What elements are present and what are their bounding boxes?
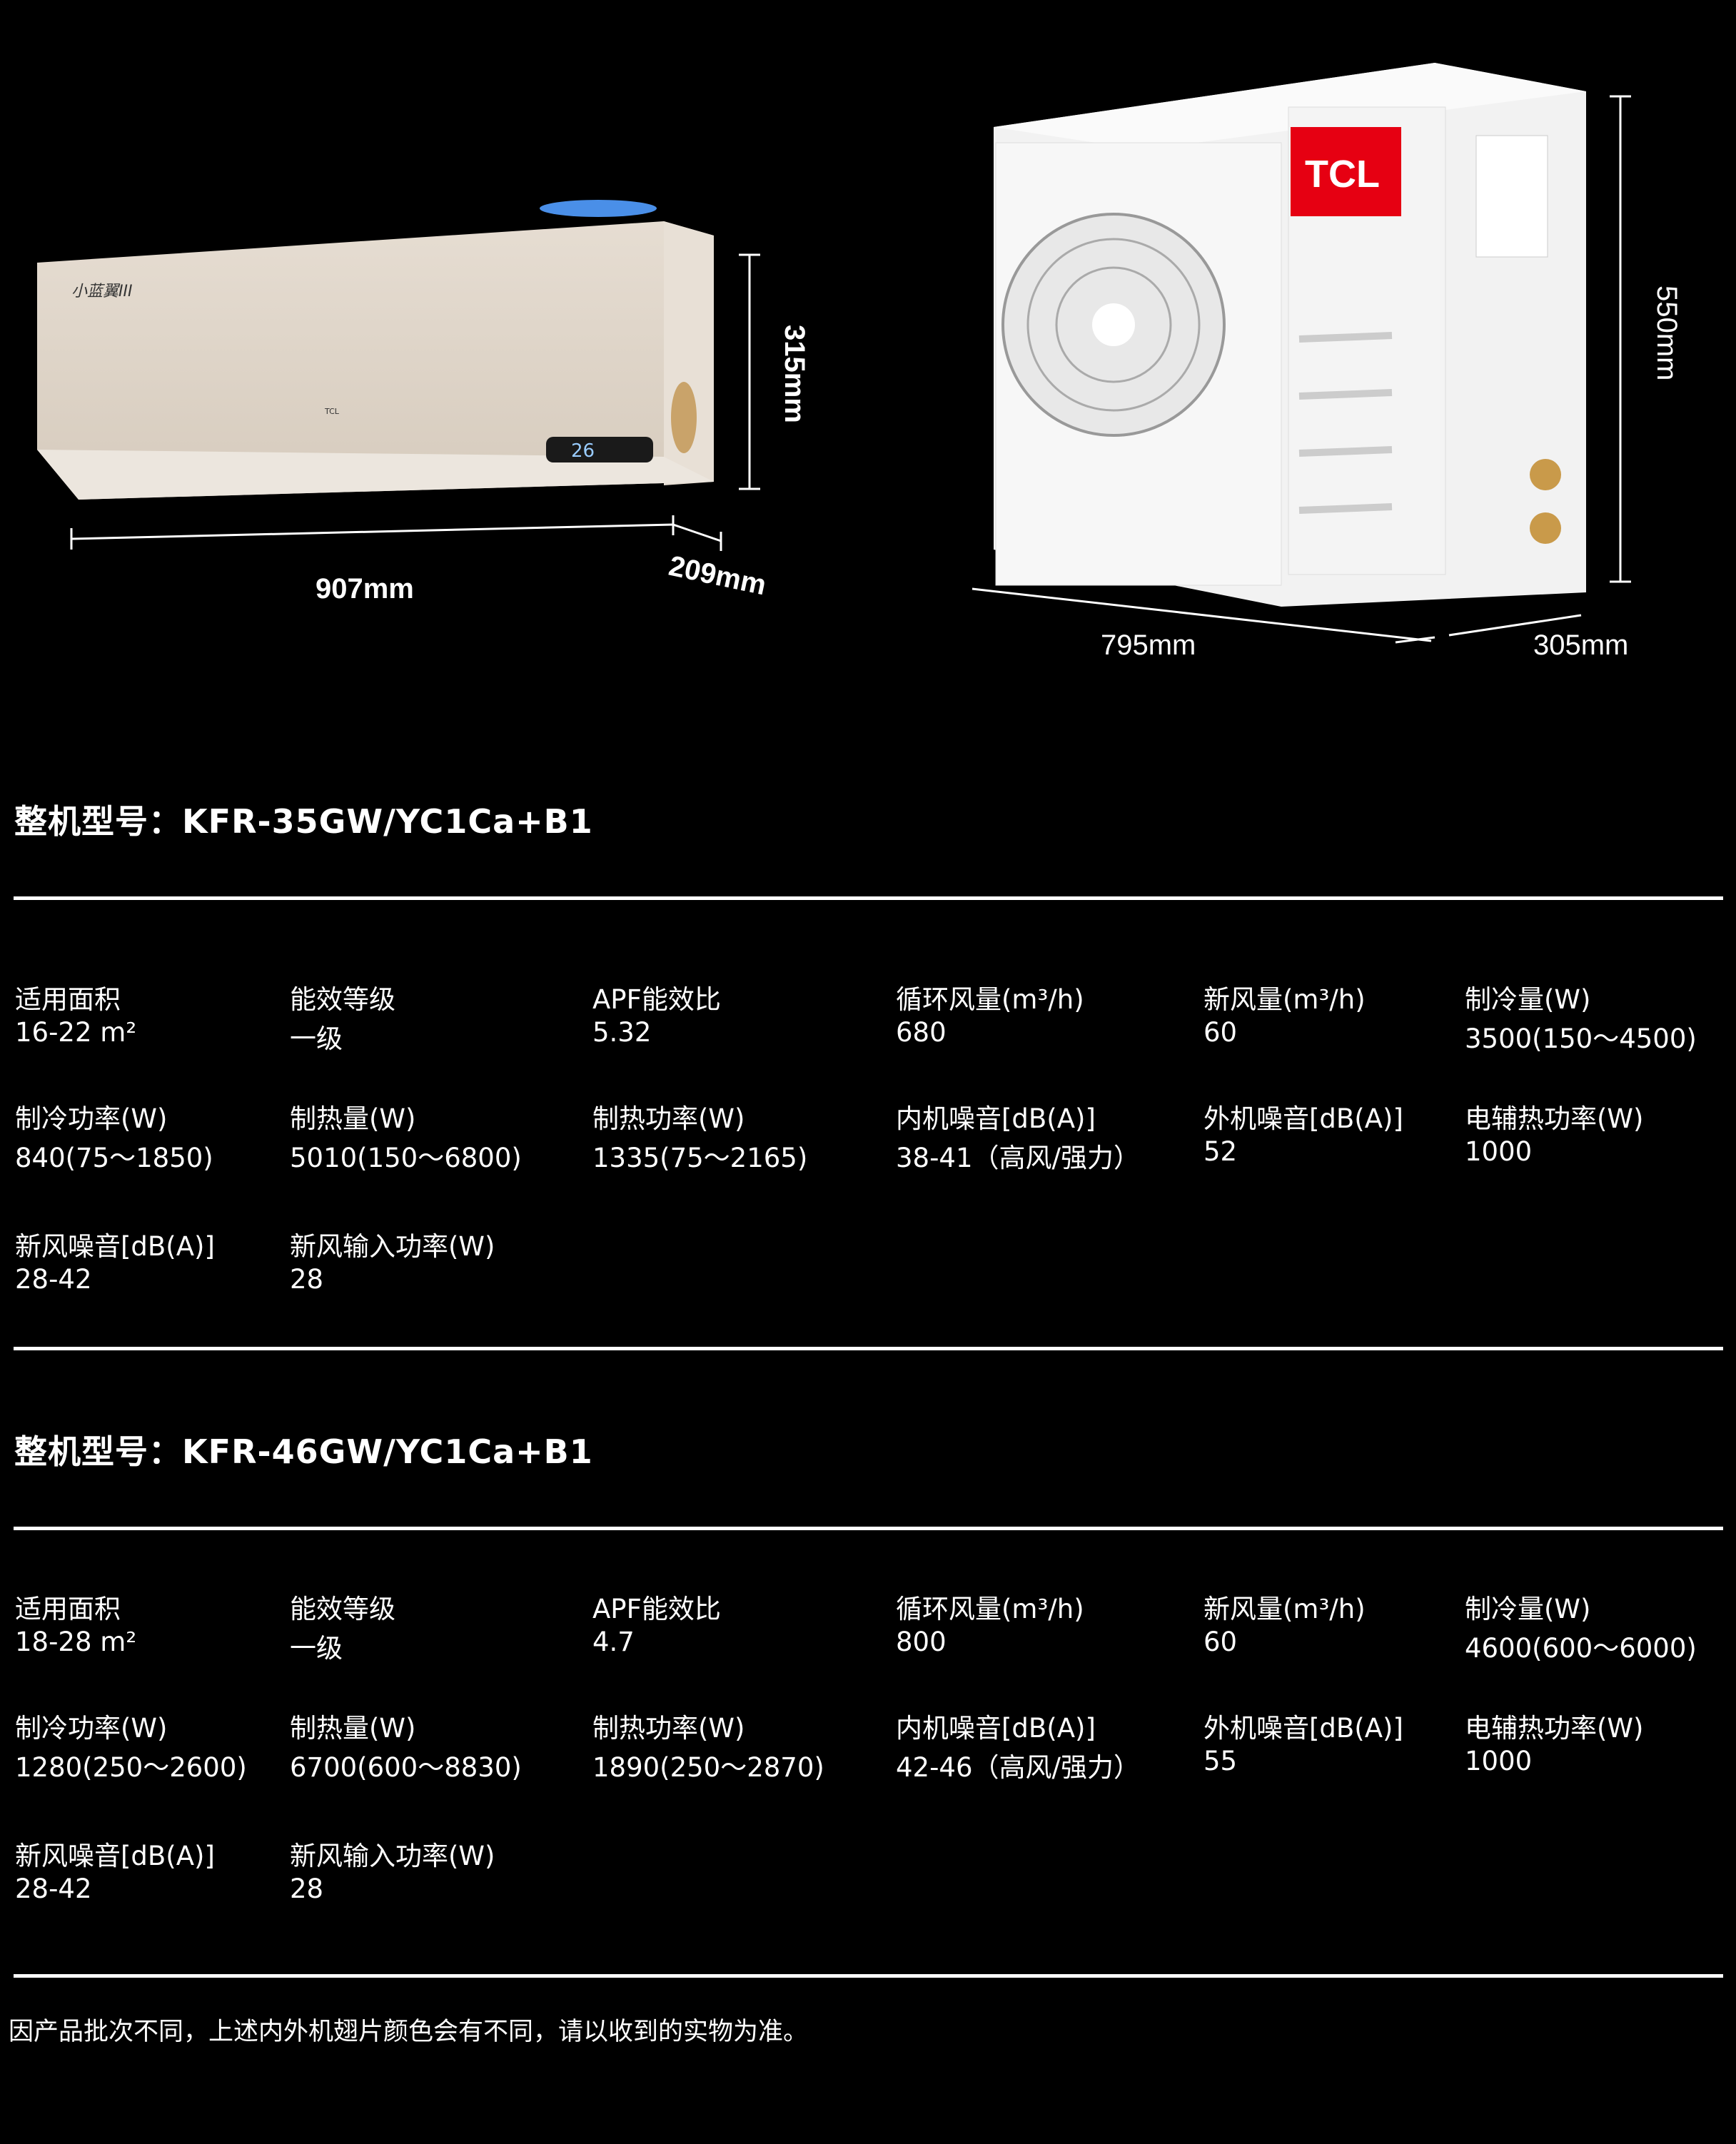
control-knob: [671, 382, 697, 453]
model-title-1: 整机型号：KFR-35GW/YC1Ca+B1: [14, 802, 593, 841]
divider: [14, 1527, 1723, 1530]
spec-label: 内机噪音[dB(A)]: [896, 1713, 1096, 1744]
spec-value: 16-22 m²: [15, 1017, 137, 1048]
spec-value: 一级: [290, 1633, 343, 1664]
spec-label: 新风输入功率(W): [290, 1231, 495, 1262]
tcl-logo-badge: [1291, 127, 1401, 216]
indoor-depth-label: 209mm: [666, 550, 769, 602]
indoor-width-label: 907mm: [316, 573, 414, 605]
spec-value: 680: [896, 1017, 947, 1048]
model-title-2: 整机型号：KFR-46GW/YC1Ca+B1: [14, 1432, 593, 1471]
spec-value: 28: [290, 1264, 324, 1295]
spec-value: 60: [1203, 1627, 1238, 1657]
outdoor-width-label: 795mm: [1101, 629, 1196, 661]
indoor-display-text: 26: [571, 440, 595, 462]
spec-label: 电辅热功率(W): [1465, 1713, 1644, 1744]
spec-label: 外机噪音[dB(A)]: [1203, 1713, 1403, 1744]
spec-label: 制冷量(W): [1465, 984, 1591, 1015]
spec-value: 5.32: [592, 1017, 652, 1048]
spec-value: 1890(250～2870): [592, 1752, 824, 1783]
spec-value: 28: [290, 1874, 324, 1904]
indoor-brand-text: 小蓝翼III: [71, 283, 132, 300]
spec-label: 外机噪音[dB(A)]: [1203, 1103, 1403, 1134]
spec-value: 55: [1203, 1746, 1238, 1776]
spec-label: 循环风量(m³/h): [896, 1594, 1084, 1624]
spec-label: 新风噪音[dB(A)]: [15, 1841, 215, 1871]
spec-label: 适用面积: [15, 984, 121, 1015]
spec-label: 能效等级: [290, 1594, 395, 1624]
spec-value: 3500(150～4500): [1465, 1023, 1697, 1054]
spec-value: 5010(150～6800): [290, 1143, 522, 1173]
divider: [14, 1347, 1723, 1350]
spec-label: 新风量(m³/h): [1203, 984, 1366, 1015]
spec-value: 800: [896, 1627, 947, 1657]
spec-label: APF能效比: [592, 1594, 721, 1624]
outdoor-depth-label: 305mm: [1533, 629, 1628, 661]
spec-label: 制冷量(W): [1465, 1594, 1591, 1624]
spec-value: 42-46（高风/强力）: [896, 1752, 1140, 1783]
indoor-display: [546, 437, 653, 462]
fresh-air-module: [540, 200, 657, 217]
outdoor-unit-image: TCL: [994, 63, 1586, 607]
spec-label: 电辅热功率(W): [1465, 1103, 1644, 1134]
footnote: 因产品批次不同，上述内外机翅片颜色会有不同，请以收到的实物为准。: [9, 2018, 809, 2046]
spec-label: APF能效比: [592, 984, 721, 1015]
spec-label: 制冷功率(W): [15, 1103, 168, 1134]
spec-value: 1000: [1465, 1746, 1533, 1776]
spec-label: 制热功率(W): [592, 1713, 745, 1744]
spec-value: 一级: [290, 1023, 343, 1054]
spec-value: 1280(250～2600): [15, 1752, 247, 1783]
valve: [1530, 512, 1561, 544]
spec-value: 4.7: [592, 1627, 635, 1657]
spec-label: 内机噪音[dB(A)]: [896, 1103, 1096, 1134]
indoor-dimension-lines: [70, 253, 760, 551]
indoor-height-label: 315mm: [779, 325, 810, 423]
product-dimension-diagram: 26 小蓝翼III TCL 315mm 907mm 209mm TCL 550m…: [37, 63, 1682, 661]
spec-value: 4600(600～6000): [1465, 1633, 1697, 1664]
spec-value: 38-41（高风/强力）: [896, 1143, 1140, 1173]
outdoor-height-label: 550mm: [1651, 285, 1682, 380]
spec-value: 28-42: [15, 1874, 92, 1904]
indoor-unit-image: 26 小蓝翼III TCL: [37, 200, 714, 500]
outdoor-logo: TCL: [1305, 153, 1380, 196]
spec-label: 适用面积: [15, 1594, 121, 1624]
spec-label: 新风输入功率(W): [290, 1841, 495, 1871]
spec-label: 制热量(W): [290, 1103, 416, 1134]
divider: [14, 896, 1723, 900]
spec-value: 18-28 m²: [15, 1627, 137, 1657]
spec-label: 新风噪音[dB(A)]: [15, 1231, 215, 1262]
spec-value: 60: [1203, 1017, 1238, 1048]
spec-value: 28-42: [15, 1264, 92, 1295]
spec-label: 制热功率(W): [592, 1103, 745, 1134]
valve: [1530, 459, 1561, 490]
spec-label: 新风量(m³/h): [1203, 1594, 1366, 1624]
spec-value: 840(75～1850): [15, 1143, 213, 1173]
spec-label: 制热量(W): [290, 1713, 416, 1744]
spec-value: 1000: [1465, 1136, 1533, 1167]
spec-label: 能效等级: [290, 984, 395, 1015]
outdoor-dimension-lines: [972, 95, 1631, 644]
spec-value: 6700(600～8830): [290, 1752, 522, 1783]
indoor-logo: TCL: [324, 407, 340, 416]
spec-value: 1335(75～2165): [592, 1143, 808, 1173]
spec-label: 制冷功率(W): [15, 1713, 168, 1744]
divider: [14, 1974, 1723, 1978]
spec-label: 循环风量(m³/h): [896, 984, 1084, 1015]
spec-value: 52: [1203, 1136, 1238, 1167]
